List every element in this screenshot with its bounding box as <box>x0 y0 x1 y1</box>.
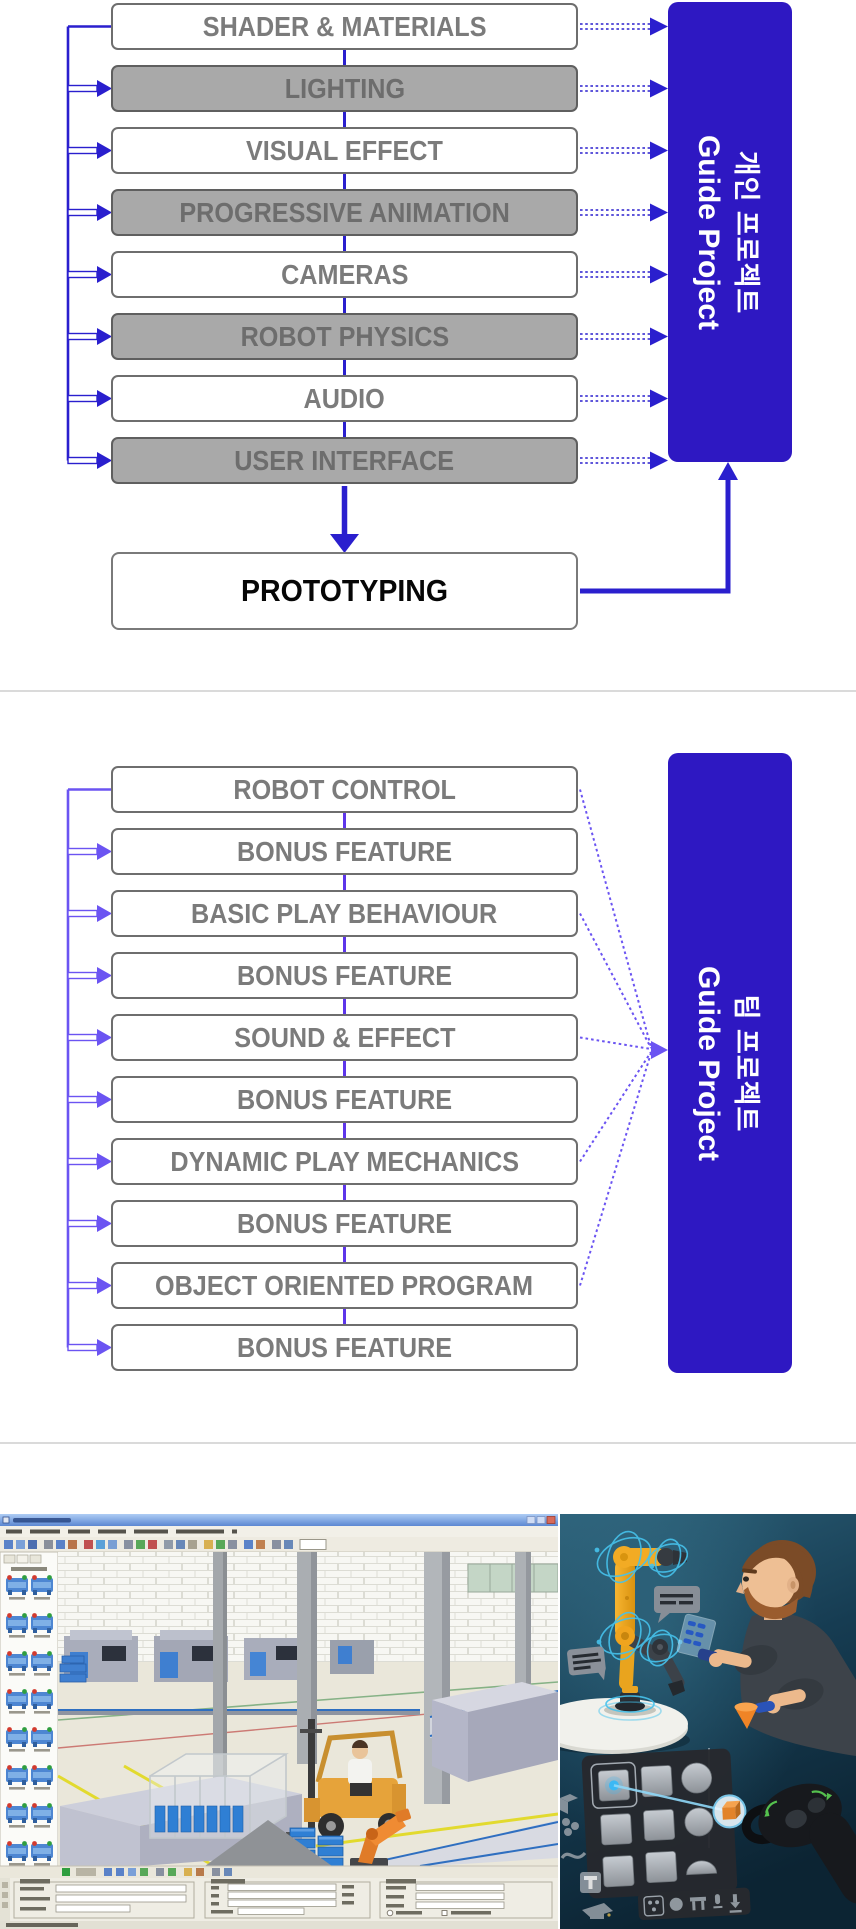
panel-rotated-text: 개인 프로젝트 Guide Project <box>692 134 769 329</box>
flow-box-label: CAMERAS <box>280 258 409 290</box>
pillars <box>213 1552 531 1814</box>
factory-simulation-screenshot <box>0 1514 559 1929</box>
flow-box-bonus-feature-2: BONUS FEATURE <box>111 952 578 999</box>
flow-box-cameras: CAMERAS <box>111 251 578 298</box>
holo-menu-panel <box>676 1613 717 1659</box>
speech-bubble-top <box>654 1586 700 1623</box>
flow-box-label: ROBOT CONTROL <box>233 773 456 805</box>
vr-scene <box>534 1514 856 1929</box>
flow-box-bonus-feature-5: BONUS FEATURE <box>111 1324 578 1371</box>
round-table <box>534 1698 690 1754</box>
flow-box-lighting: LIGHTING <box>111 65 578 112</box>
flow-box-label: BONUS FEATURE <box>236 959 453 991</box>
flow-box-label: BONUS FEATURE <box>236 1083 453 1115</box>
speech-bubble-left <box>567 1646 606 1681</box>
flow-box-label: PROTOTYPING <box>240 573 449 608</box>
flow-box-robot-physics: ROBOT PHYSICS <box>111 313 578 360</box>
object-palette-icons <box>560 1794 613 1919</box>
guide-project-panel-team: 팀 프로젝트 Guide Project <box>668 753 792 1373</box>
window-title-bar <box>0 1514 558 1526</box>
flow-box-label: BONUS FEATURE <box>236 1207 453 1239</box>
application-window <box>0 1514 559 1929</box>
component-library-panel <box>0 1551 59 1867</box>
flow-box-label: PROGRESSIVE ANIMATION <box>179 196 510 228</box>
panel-rotated-text: 팀 프로젝트 Guide Project <box>692 965 769 1160</box>
wire-cage <box>149 1753 289 1839</box>
flow-box-label: BONUS FEATURE <box>236 1331 453 1363</box>
flow-box-user-interface: USER INTERFACE <box>111 437 578 484</box>
floor-triangle <box>205 1820 332 1866</box>
vr-robot-interaction-illustration <box>534 1514 856 1929</box>
flow-box-visual-effect: VISUAL EFFECT <box>111 127 578 174</box>
flow-box-bonus-feature-1: BONUS FEATURE <box>111 828 578 875</box>
button-grid-panel <box>581 1748 751 1920</box>
flow-box-label: VISUAL EFFECT <box>246 134 443 166</box>
flow-box-label: OBJECT ORIENTED PROGRAM <box>155 1269 534 1301</box>
flow-box-label: USER INTERFACE <box>234 444 455 476</box>
panel-korean-label: 개인 프로젝트 <box>731 150 762 314</box>
flow-box-prototyping: PROTOTYPING <box>111 552 578 630</box>
flow-box-label: ROBOT PHYSICS <box>240 320 449 352</box>
flow-box-label: LIGHTING <box>284 72 405 104</box>
flow-box-label: AUDIO <box>303 382 386 414</box>
flow-box-audio: AUDIO <box>111 375 578 422</box>
flow-box-dynamic-play-mechanics: DYNAMIC PLAY MECHANICS <box>111 1138 578 1185</box>
flow-box-bonus-feature-4: BONUS FEATURE <box>111 1200 578 1247</box>
viewport-3d <box>57 1552 559 1868</box>
flow-box-bonus-feature-3: BONUS FEATURE <box>111 1076 578 1123</box>
flow-box-label: BASIC PLAY BEHAVIOUR <box>191 897 498 929</box>
flow-box-shader-materials: SHADER & MATERIALS <box>111 3 578 50</box>
flow-box-object-oriented-program: OBJECT ORIENTED PROGRAM <box>111 1262 578 1309</box>
flow-box-robot-control: ROBOT CONTROL <box>111 766 578 813</box>
flow-box-label: DYNAMIC PLAY MECHANICS <box>170 1145 519 1177</box>
avatar-man <box>697 1540 856 1756</box>
flow-box-label: SHADER & MATERIALS <box>202 10 487 42</box>
panel-korean-label: 팀 프로젝트 <box>731 994 762 1132</box>
panel-english-label: Guide Project <box>692 965 726 1161</box>
menu-bar <box>0 1526 558 1537</box>
section-divider-1 <box>0 690 856 692</box>
toolbar-icons <box>0 1537 558 1553</box>
bottom-toolbar <box>0 1865 558 1878</box>
flow-box-basic-play-behaviour: BASIC PLAY BEHAVIOUR <box>111 890 578 937</box>
flow-box-label: BONUS FEATURE <box>236 835 453 867</box>
flow-box-label: SOUND & EFFECT <box>233 1021 456 1053</box>
flow-box-sound-effect: SOUND & EFFECT <box>111 1014 578 1061</box>
section-divider-2 <box>0 1442 856 1444</box>
property-panel <box>0 1878 558 1921</box>
vr-controller <box>741 1783 856 1905</box>
guide-project-panel-personal: 개인 프로젝트 Guide Project <box>668 2 792 462</box>
flow-box-progressive-animation: PROGRESSIVE ANIMATION <box>111 189 578 236</box>
status-bar <box>0 1921 558 1929</box>
panel-english-label: Guide Project <box>692 134 726 330</box>
joint-gizmo-rings <box>594 1530 689 1721</box>
